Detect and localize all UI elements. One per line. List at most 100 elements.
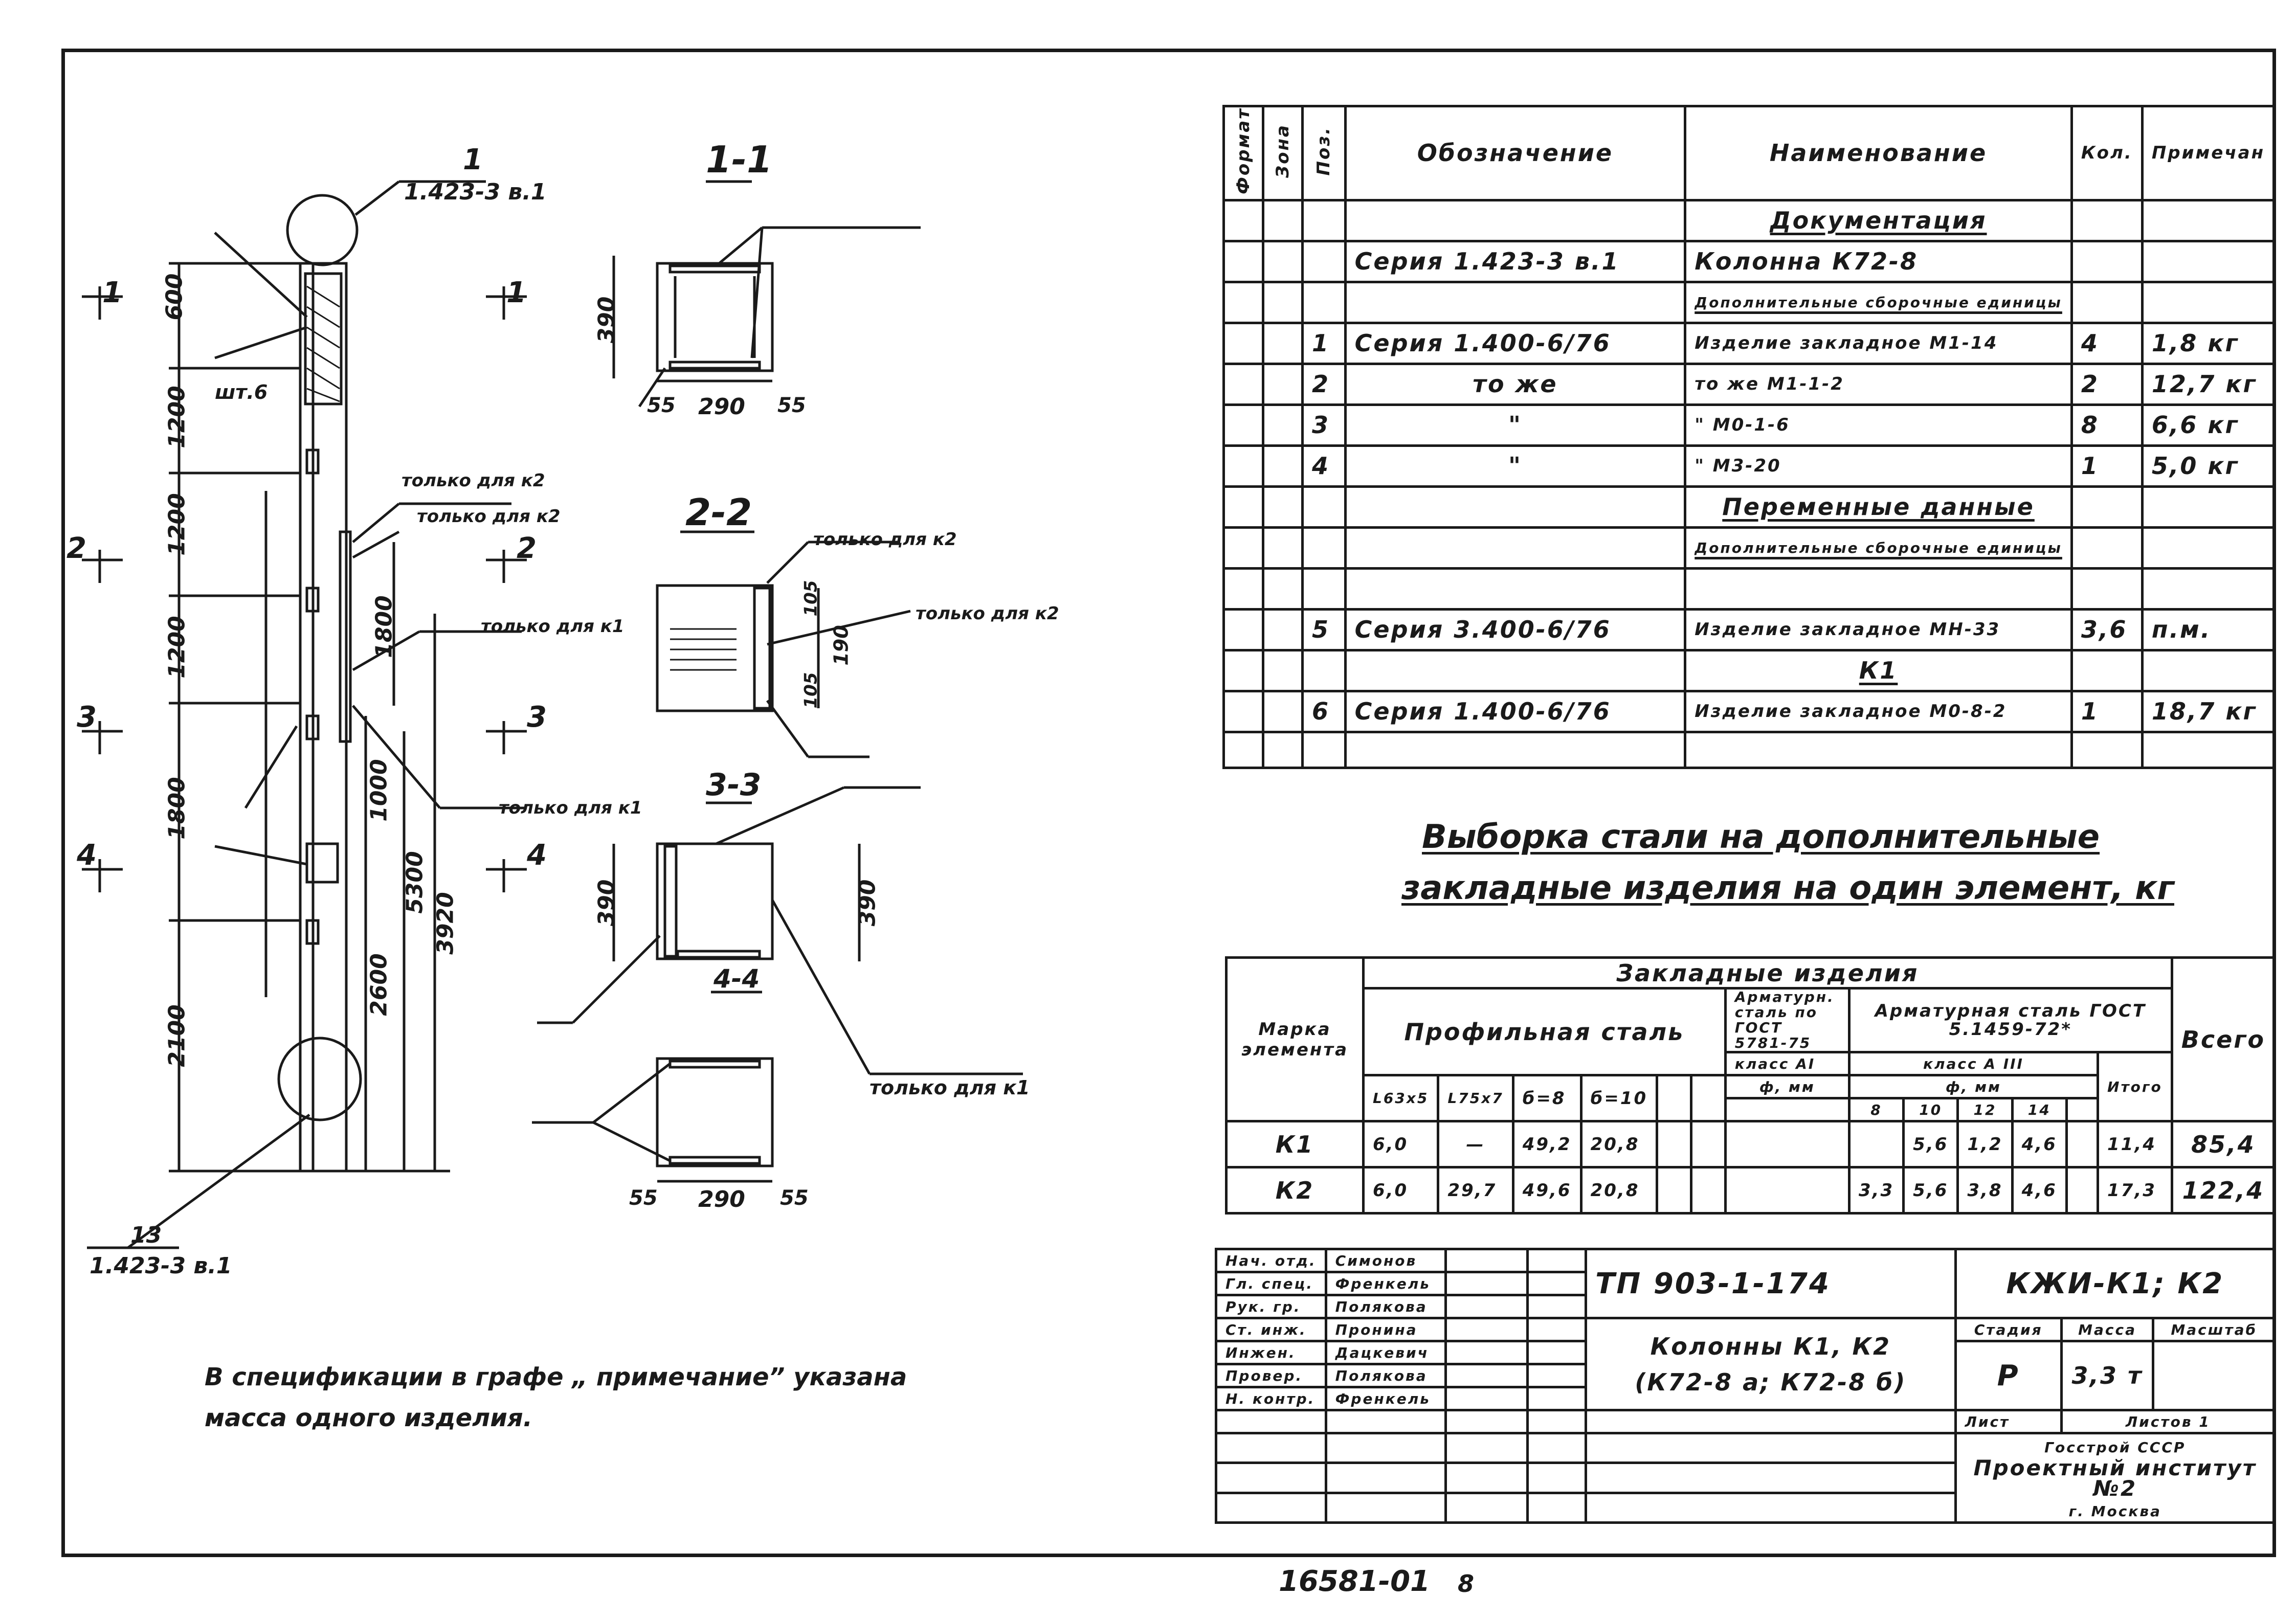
col-qty: Кол.	[2070, 105, 2144, 201]
dim-label: 600	[161, 273, 188, 321]
stage-value: Р	[1954, 1340, 2063, 1411]
sec-dim: 55	[777, 394, 806, 417]
dim-label: 1200	[164, 386, 190, 448]
top-plate	[304, 272, 343, 406]
dim-label: 2600	[366, 953, 392, 1016]
section-4-4-title: 4-4	[714, 964, 760, 994]
title-block: Нач. отд.Симонов ТП 903-1-174 КЖИ-К1; К2…	[1215, 1248, 2277, 1524]
ref-bottom: 1.423-3 в.1	[90, 1253, 232, 1279]
cut-mark: 1	[102, 276, 122, 309]
col-mark: Марка элемента	[1225, 956, 1365, 1122]
section-2-2-outline	[656, 584, 774, 712]
ref-top-num: 1	[463, 143, 483, 176]
section-k1: К1	[1859, 657, 1898, 685]
section-1-1-outline	[656, 262, 774, 372]
only-k2-label: только для к2	[916, 603, 1059, 624]
section-variable: Переменные данные	[1722, 493, 2035, 521]
note-line-1: В спецификации в графе „ примечание” ука…	[205, 1363, 907, 1391]
detail-circle-bottom	[277, 1037, 362, 1121]
mass-value: 3,3 т	[2060, 1340, 2155, 1411]
only-k2-label: только для к2	[417, 506, 561, 527]
section-extra-2: Дополнительные сборочные единицы	[1695, 539, 2062, 556]
side-plate-k2	[339, 530, 352, 743]
section-3-3-outline	[656, 842, 774, 960]
sec-dim: 290	[698, 1186, 745, 1212]
drawing-frame	[61, 49, 2276, 1557]
col-format: Формат	[1222, 105, 1264, 201]
sec-dim: 390	[854, 879, 881, 927]
plate-3	[305, 842, 339, 884]
steel-title-2: закладные изделия на один элемент, кг	[1401, 869, 2174, 907]
col-zone: Зона	[1262, 105, 1304, 201]
pcs-label: шт.6	[215, 381, 268, 403]
cut-mark: 1	[506, 276, 526, 309]
col-total: Всего	[2170, 956, 2277, 1122]
organization: Госстрой СССР Проектный институт №2 г. М…	[1954, 1432, 2277, 1524]
col-profile: Профильная сталь	[1362, 987, 1727, 1076]
ref-top: 1.423-3 в.1	[404, 179, 547, 205]
steel-table: Марка элемента Закладные изделия Всего П…	[1225, 956, 2277, 1215]
sec-dim: 290	[698, 394, 745, 420]
dim-label: 1200	[164, 493, 190, 556]
column-outline	[299, 262, 348, 1173]
only-k1-label: только для к1	[499, 798, 642, 818]
section-4-4-outline	[656, 1057, 774, 1167]
sec-dim: 390	[593, 296, 620, 344]
dim-label: 1000	[366, 759, 392, 822]
dim-label: 3920	[432, 892, 459, 955]
steel-row: К1 6,0 — 49,2 20,8 5,6 1,2 4,6 11,4 85,4	[1225, 1120, 2277, 1168]
only-k2-label: только для к2	[402, 470, 545, 491]
col-name: Наименование	[1684, 105, 2073, 201]
col-rebar-1: Арматурн. сталь по ГОСТ 5781-75	[1724, 987, 1851, 1053]
sec-dim: 55	[647, 394, 676, 417]
section-extra: Дополнительные сборочные единицы	[1695, 294, 2062, 311]
sec-dim: 55	[780, 1186, 809, 1210]
section-3-3-title: 3-3	[706, 767, 762, 803]
sheet-code: КЖИ-К1; К2	[1954, 1248, 2277, 1319]
class-a3: класс А III	[1847, 1051, 2100, 1076]
dim-label: 1800	[371, 595, 397, 658]
drawing-title: Колонны К1, К2(К72-8 а; К72-8 б)	[1585, 1317, 1957, 1411]
dim-label: 1200	[164, 616, 190, 679]
only-k1-label: только для к1	[481, 616, 625, 637]
steel-title-1: Выборка стали на дополнительные	[1422, 818, 2100, 856]
cut-mark: 4	[527, 839, 547, 872]
dim-label: 5300	[402, 851, 428, 914]
cut-mark: 2	[66, 532, 86, 565]
sec-dim: 190	[830, 625, 853, 666]
sec-dim: 55	[629, 1186, 658, 1210]
sec-dim: 105	[800, 580, 821, 617]
dim-label: 1800	[164, 777, 190, 840]
cut-mark: 2	[517, 532, 537, 565]
dim-label: 2100	[164, 1004, 190, 1067]
sheet-number: 8	[1458, 1570, 1475, 1598]
docs-designation: Серия 1.423-3 в.1	[1344, 239, 1687, 283]
only-k1-label: только для к1	[870, 1076, 1030, 1099]
steel-row: К2 6,0 29,7 49,6 20,8 3,3 5,6 3,8 4,6 17…	[1225, 1166, 2277, 1215]
col-subtotal: Итого	[2097, 1051, 2173, 1122]
section-1-1-title: 1-1	[706, 138, 773, 181]
cut-mark: 4	[77, 839, 97, 872]
class-a1: класс АI	[1724, 1051, 1851, 1076]
col-note: Примечан	[2141, 105, 2277, 201]
col-embedded: Закладные изделия	[1362, 956, 2173, 990]
section-docs: Документация	[1770, 207, 1987, 235]
col-rebar-2: Арматурная сталь ГОСТ 5.1459-72*	[1847, 987, 2173, 1053]
col-designation: Обозначение	[1344, 105, 1687, 201]
ref-bottom-num: 13	[130, 1222, 162, 1248]
project-number: ТП 903-1-174	[1585, 1248, 1957, 1319]
note-line-2: масса одного изделия.	[205, 1404, 532, 1432]
detail-circle-top	[286, 194, 359, 266]
only-k2-label: только для к2	[813, 529, 957, 550]
col-pos: Поз.	[1301, 105, 1347, 201]
cut-mark: 3	[77, 701, 97, 734]
cut-mark: 3	[527, 701, 547, 734]
sec-dim: 105	[800, 672, 821, 709]
section-2-2-title: 2-2	[685, 491, 752, 534]
